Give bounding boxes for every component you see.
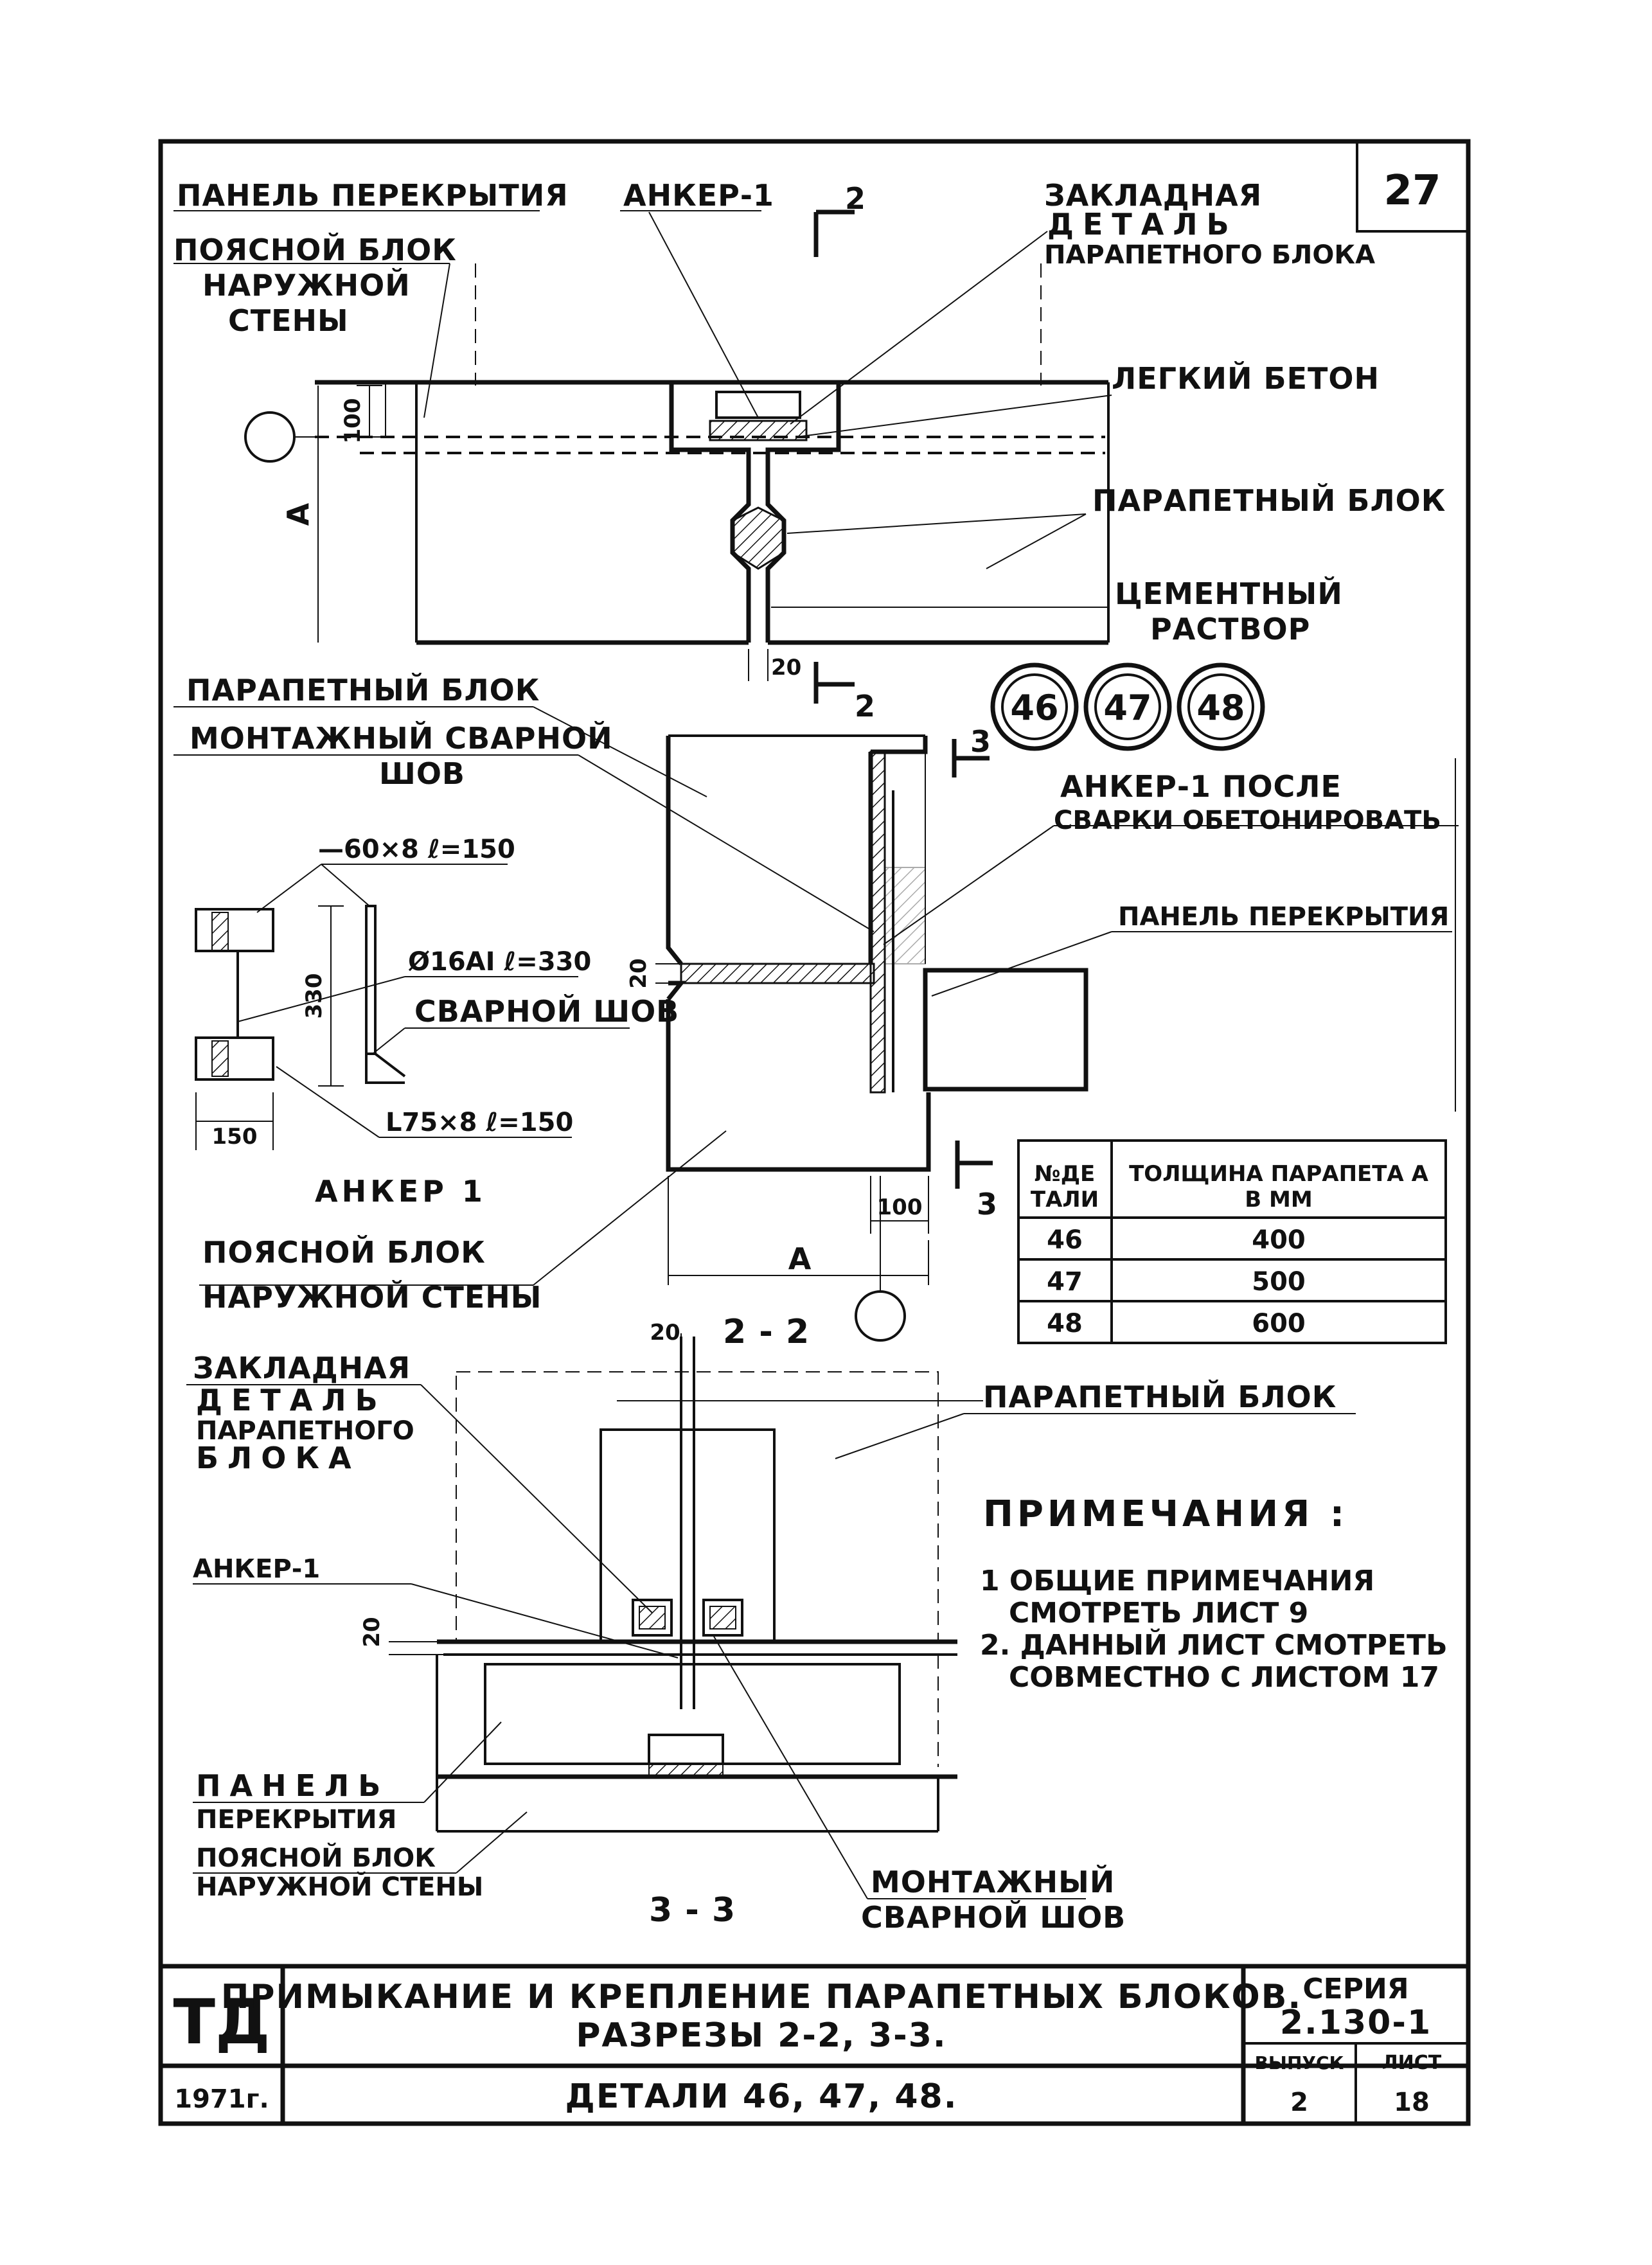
notes-item-3: 2. ДАННЫЙ ЛИСТ СМОТРЕТЬ [980,1628,1448,1662]
detail-a-section-mark-bottom: 2 [855,689,876,724]
table-header-col1-line2: ТАЛИ [1031,1187,1099,1212]
detail-a-section-mark-top: 2 [845,181,866,216]
detail-b-parapet-block-label: ПАРАПЕТНЫЙ БЛОК [186,673,540,707]
section-2-2: 20 20 [186,1320,1356,1899]
section-2-2-belt-label-1: ПОЯСНОЙ БЛОК [196,1842,436,1873]
axis-marker-circle [244,411,296,463]
detail-circle-46: 46 [1010,688,1058,728]
section-2-2-parapet-block-label: ПАРАПЕТНЫЙ БЛОК [983,1380,1337,1414]
notes-item-2: СМОТРЕТЬ ЛИСТ 9 [1009,1597,1308,1630]
section-2-2-embedded-label-2: ДЕТАЛЬ [196,1383,387,1417]
detail-circle-47: 47 [1103,688,1151,728]
notes-heading: ПРИМЕЧАНИЯ : [983,1493,1348,1535]
detail-b-belt-label-2: НАРУЖНОЙ СТЕНЫ [202,1280,542,1315]
detail-b-floor-panel-label: ПАНЕЛЬ ПЕРЕКРЫТИЯ [1118,902,1449,932]
section-2-2-title: 2 - 2 [723,1313,810,1351]
anchor-angle-label: L75×8 ℓ=150 [386,1108,573,1137]
detail-a-dim-100: 100 [340,398,366,444]
detail-a-cement-label-2: РАСТВОР [1150,612,1310,646]
table-row-47-detail: 47 [1047,1267,1083,1297]
section-2-2-floor-panel-label-2: ПЕРЕКРЫТИЯ [196,1805,396,1834]
detail-b-dim-100: 100 [877,1195,923,1220]
detail-a-cement-label-1: ЦЕМЕНТНЫЙ [1115,576,1343,611]
anchor-dim-330: 330 [301,973,327,1019]
table-row-48-thickness: 600 [1252,1309,1306,1338]
detail-a-floor-panel-label: ПАНЕЛЬ ПЕРЕКРЫТИЯ [177,178,569,213]
section-2-2-anchor-label: АНКЕР-1 [193,1554,320,1584]
detail-a-dim-20: 20 [771,655,801,680]
section-2-2-embedded-label-3: ПАРАПЕТНОГО [196,1416,414,1446]
anchor-title: АНКЕР 1 [315,1174,486,1209]
section-2-2-dim-20-top: 20 [650,1320,680,1346]
notes-item-4: СОВМЕСТНО С ЛИСТОМ 17 [1009,1661,1439,1694]
section-2-2-floor-panel-label-1: ПАНЕЛЬ [196,1768,389,1803]
section-2-2-weld-label-2: СВАРНОЙ ШОВ [861,1900,1126,1935]
notes-item-1: 1 ОБЩИЕ ПРИМЕЧАНИЯ [980,1565,1374,1597]
title-block-sheet-label: ЛИСТ [1382,2052,1442,2074]
table-header-col2-line1: ТОЛЩИНА ПАРАПЕТА А [1129,1161,1428,1187]
table-row-47-thickness: 500 [1252,1267,1306,1297]
detail-b-weld-label-2: ШОВ [379,756,465,791]
title-block-issue-label: ВЫПУСК [1255,2052,1344,2074]
detail-a-embedded-label-2: ДЕТАЛЬ [1047,207,1238,242]
detail-b-axis-circle [855,1290,906,1342]
anchor-bar-label: Ø16АI ℓ=330 [408,947,591,977]
anchor-dim-150: 150 [212,1124,258,1150]
detail-a-belt-label-1: ПОЯСНОЙ БЛОК [173,233,457,267]
section-2-2-weld-label-1: МОНТАЖНЫЙ [871,1865,1115,1899]
sheet-frame [158,139,1471,2126]
table-row-46-thickness: 400 [1252,1225,1306,1255]
detail-b-anchor-note-2: СВАРКИ ОБЕТОНИРОВАТЬ [1054,806,1441,835]
detail-a-belt-label-3: СТЕНЫ [228,303,349,338]
table-row-46-detail: 46 [1047,1225,1083,1255]
detail-b-dim-20: 20 [626,958,652,988]
detail-circle-48: 48 [1196,688,1245,728]
detail-b-section-mark-bottom: 3 [977,1187,998,1221]
detail-a-embedded-label-1: ЗАКЛАДНАЯ [1044,178,1262,213]
title-block-title-line1: ПРИМЫКАНИЕ И КРЕПЛЕНИЕ ПАРАПЕТНЫХ БЛОКОВ… [221,1978,1302,2016]
detail-a-anchor-label: АНКЕР-1 [623,178,774,213]
detail-a-dim-a: А [281,502,315,526]
detail-a-embedded-label-3: ПАРАПЕТНОГО БЛОКА [1044,240,1375,270]
sheet-number-box [1356,140,1470,233]
title-block-subtitle: ДЕТАЛИ 46, 47, 48. [565,2077,958,2116]
title-block [161,1964,1468,2124]
title-block-series-label: СЕРИЯ [1302,1973,1408,2005]
detail-circles: 46 47 48 [990,662,1265,751]
detail-a-plan: 100 А 20 2 2 [173,181,1112,724]
anchor-plate-label: —60×8 ℓ=150 [318,835,515,864]
title-block-title-line2: РАЗРЕЗЫ 2-2, 3-3. [576,2016,946,2055]
title-block-year: 1971г. [174,2084,269,2114]
section-2-2-dim-20-side: 20 [359,1617,385,1647]
detail-b-section-mark-top: 3 [970,724,991,759]
anchor-weld-label: СВАРНОЙ ШОВ [414,994,679,1029]
detail-a-light-concrete-label: ЛЕГКИЙ БЕТОН [1112,361,1380,396]
anchor-detail: 330 150 [195,864,630,1150]
detail-a-belt-label-2: НАРУЖНОЙ [202,268,411,303]
detail-b-section: 20 100 А 3 3 [173,706,1459,1342]
title-block-code: ТД [173,1986,271,2058]
detail-b-anchor-note-1: АНКЕР-1 ПОСЛЕ [1060,769,1342,804]
section-2-2-belt-label-2: НАРУЖНОЙ СТЕНЫ [196,1871,483,1902]
section-2-2-embedded-label-4: БЛОКА [196,1441,360,1475]
detail-a-parapet-block-label: ПАРАПЕТНЫЙ БЛОК [1092,483,1446,518]
table-row-48-detail: 48 [1047,1309,1083,1338]
title-block-series-value: 2.130-1 [1280,2003,1432,2042]
title-block-sheet-value: 18 [1394,2088,1430,2117]
table-header-col2-line2: В ММ [1245,1187,1312,1212]
title-block-issue-value: 2 [1290,2088,1308,2117]
table-header-col1-line1: №ДЕ [1035,1161,1095,1187]
section-2-2-embedded-label-1: ЗАКЛАДНАЯ [193,1351,411,1385]
section-3-3-title: 3 - 3 [649,1891,736,1930]
detail-b-belt-label-1: ПОЯСНОЙ БЛОК [202,1235,486,1270]
detail-b-weld-label-1: МОНТАЖНЫЙ СВАРНОЙ [190,721,613,756]
thickness-table [1017,1139,1447,1344]
detail-b-dim-a: А [788,1241,812,1276]
sheet-number: 27 [1383,167,1441,215]
